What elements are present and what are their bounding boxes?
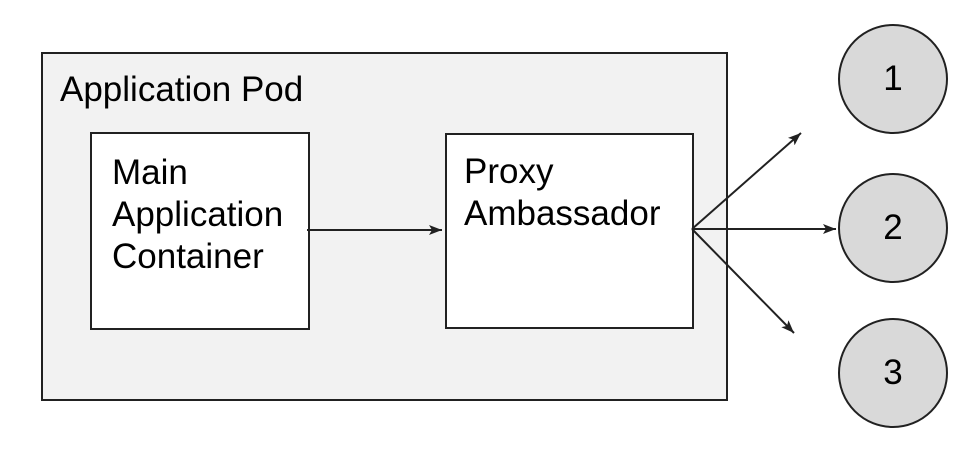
application-pod-label: Application Pod: [60, 70, 304, 109]
node-proxy-ambassador: Proxy Ambassador: [445, 133, 694, 329]
endpoint-node-2: 2: [838, 173, 948, 283]
node-main-application-container: Main Application Container: [90, 132, 310, 330]
endpoint-3-label: 3: [883, 353, 903, 392]
application-pod-group: Application Pod Main Application Contain…: [41, 52, 728, 401]
endpoint-2-label: 2: [883, 208, 903, 247]
endpoint-1-label: 1: [883, 59, 903, 98]
proxy-ambassador-label: Proxy Ambassador: [464, 152, 661, 233]
main-application-container-label: Main Application Container: [112, 153, 284, 276]
endpoint-node-3: 3: [838, 318, 948, 428]
endpoint-node-1: 1: [838, 24, 948, 134]
